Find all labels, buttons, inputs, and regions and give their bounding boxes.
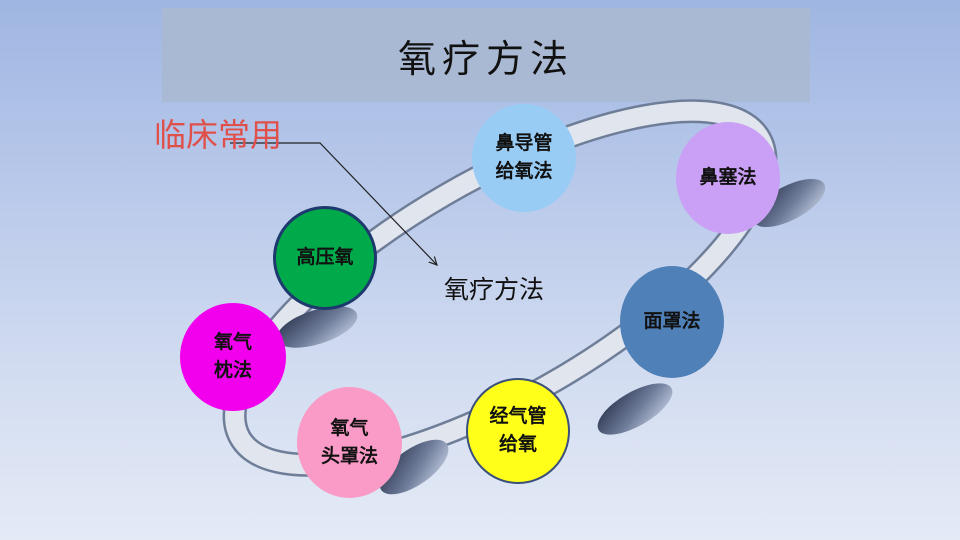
slide-title: 氧疗方法 [397,36,574,81]
node-nasal-cannula: 鼻导管 给氧法 [472,104,576,212]
shadow-blob [379,439,449,495]
center-label: 氧疗方法 [444,275,545,304]
callout-label: 临床常用 [154,116,283,154]
shadow-blob [276,306,358,348]
node-nasal-plug: 鼻塞法 [676,122,780,234]
node-hyperbaric: 高压氧 [273,206,377,310]
shadow-blob [752,178,826,228]
shadow-blob [597,383,673,435]
callout-arrow [230,142,437,265]
node-oxygen-pillow: 氧气 枕法 [180,303,286,411]
title-band: 氧疗方法 [162,8,810,102]
node-tracheal-tube: 经气管 给氧 [466,378,570,484]
node-face-mask: 面罩法 [620,266,724,378]
node-oxygen-hood: 氧气 头罩法 [297,387,402,498]
